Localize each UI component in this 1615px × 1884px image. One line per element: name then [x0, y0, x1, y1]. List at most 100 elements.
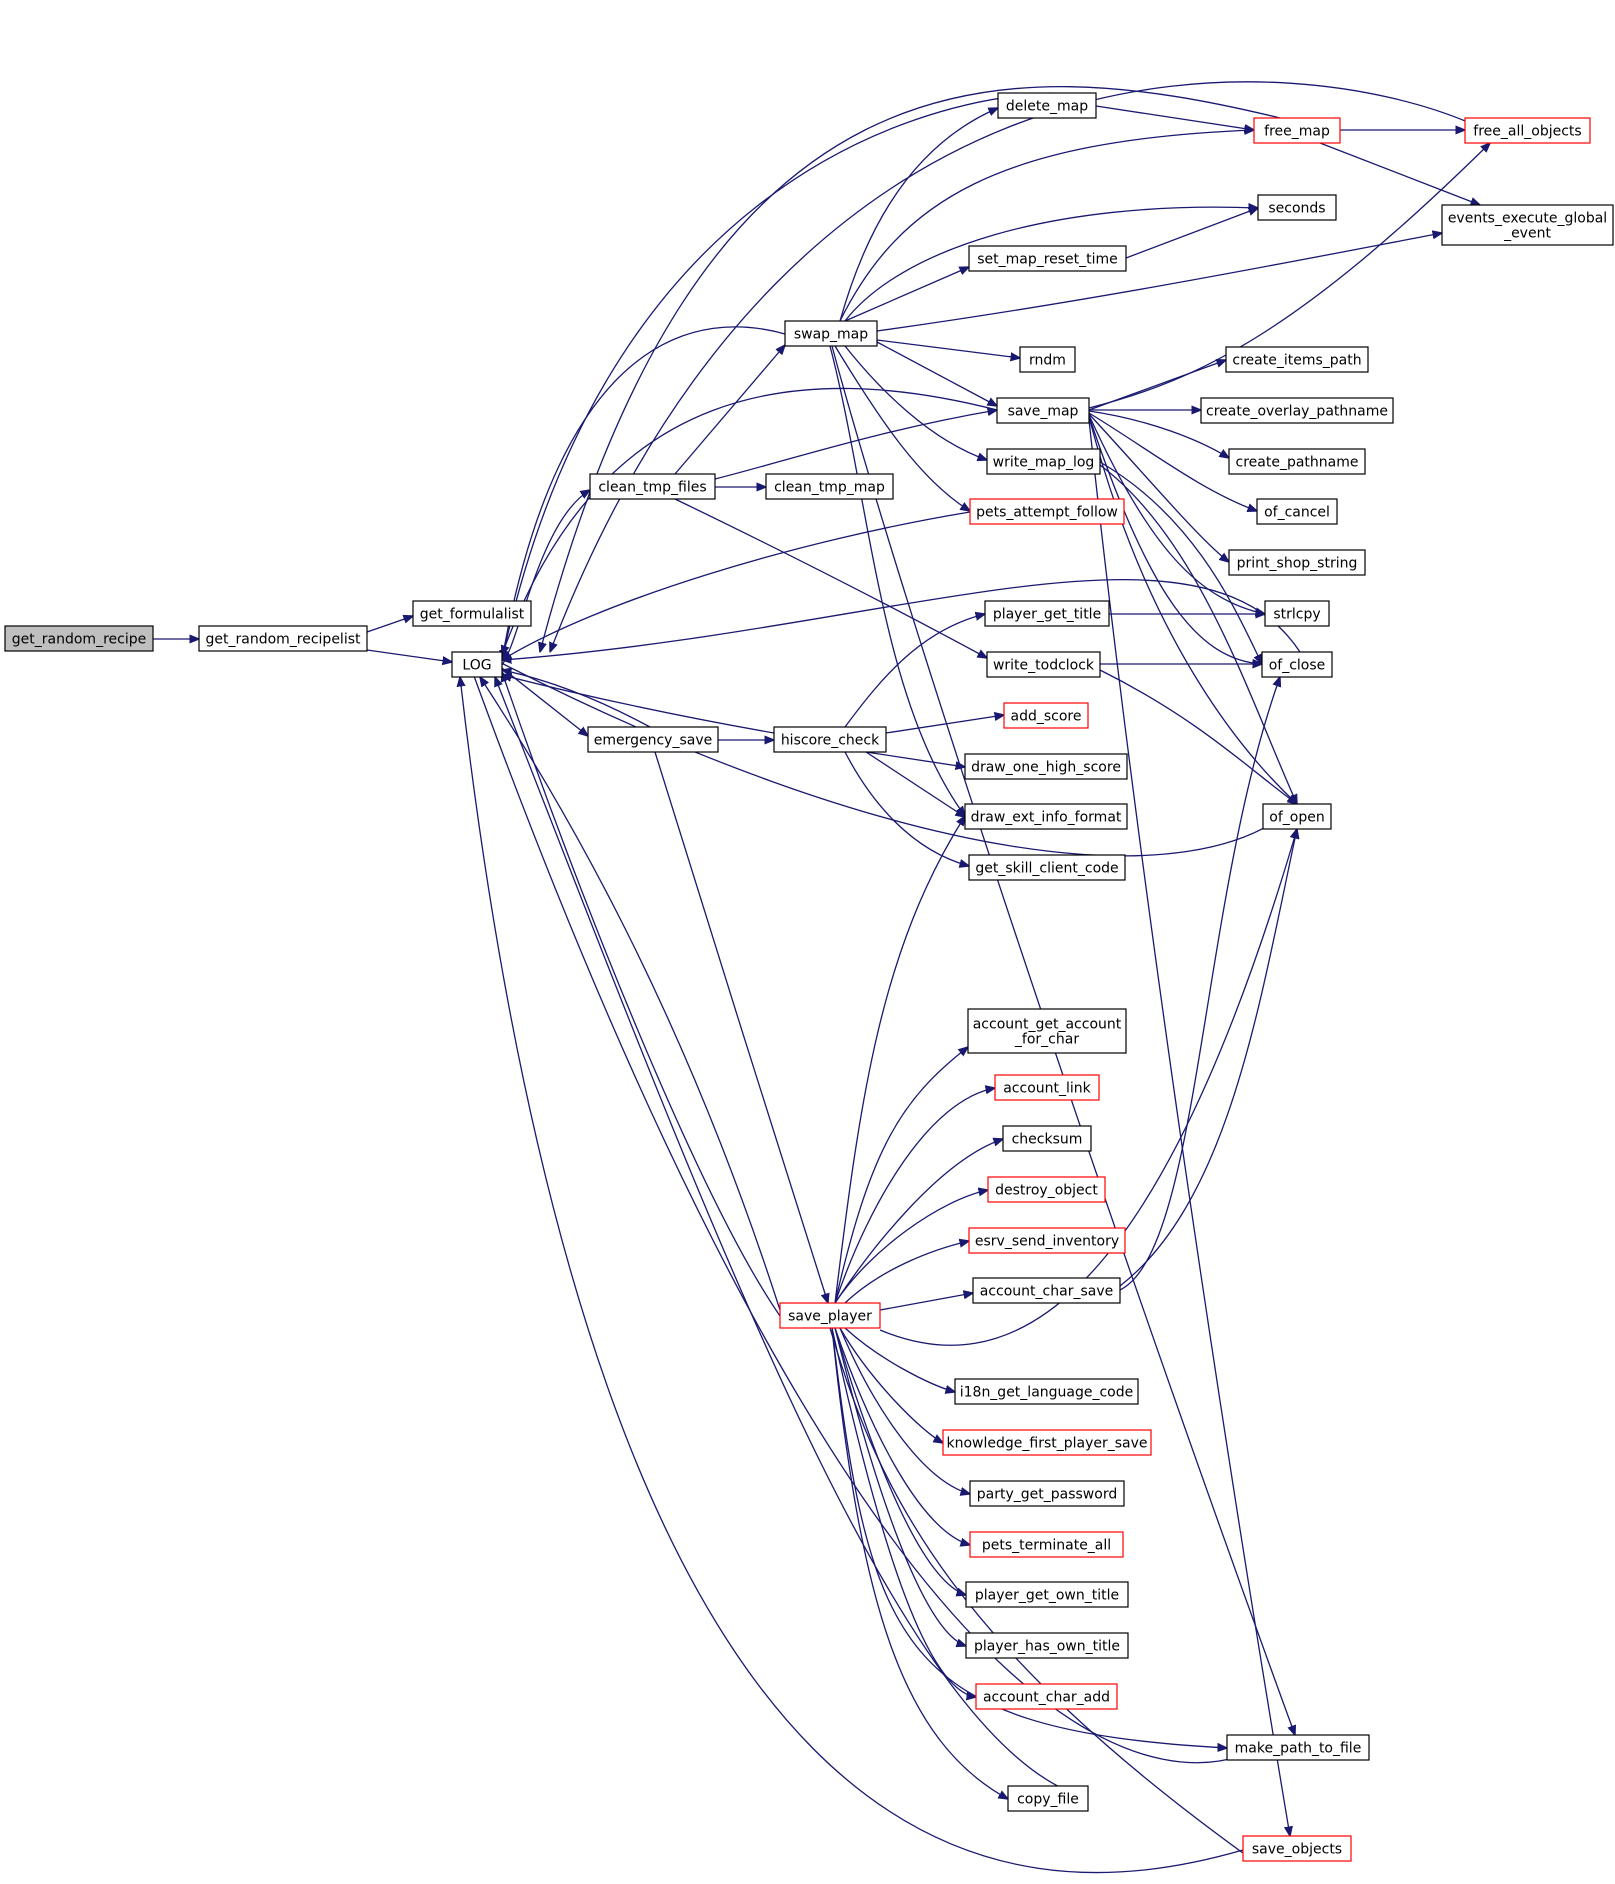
node-free-map[interactable]: free_map [1253, 117, 1341, 144]
node-label: delete_map [1006, 99, 1088, 115]
node-knowledge-first-player-save[interactable]: knowledge_first_player_save [942, 1429, 1152, 1456]
node-clean-tmp-map[interactable]: clean_tmp_map [765, 473, 894, 500]
call-edge [460, 677, 1244, 1874]
node-of-close[interactable]: of_close [1261, 651, 1333, 678]
call-edge [1119, 829, 1297, 1287]
node-box [412, 600, 532, 627]
node-i18n-get-language-code[interactable]: i18n_get_language_code [954, 1378, 1139, 1405]
node-LOG[interactable]: LOG [451, 651, 503, 678]
node-label: hiscore_check [781, 733, 880, 749]
node-hiscore-check[interactable]: hiscore_check [773, 726, 887, 753]
node-get-random-recipelist[interactable]: get_random_recipelist [198, 625, 368, 652]
call-edge [865, 751, 965, 817]
node-account-char-add[interactable]: account_char_add [975, 1683, 1118, 1710]
node-get-skill-client-code[interactable]: get_skill_client_code [968, 854, 1126, 881]
node-of-cancel[interactable]: of_cancel [1256, 498, 1338, 525]
node-free-all-objects[interactable]: free_all_objects [1464, 117, 1591, 144]
node-of-open[interactable]: of_open [1262, 803, 1332, 830]
node-emergency-save[interactable]: emergency_save [587, 726, 719, 753]
node-draw-one-high-score[interactable]: draw_one_high_score [964, 753, 1128, 780]
node-box [1226, 1734, 1370, 1761]
node-print-shop-string[interactable]: print_shop_string [1228, 549, 1366, 576]
node-save-objects[interactable]: save_objects [1242, 1835, 1352, 1862]
node-get-random-recipe[interactable]: get_random_recipe [4, 625, 154, 652]
node-create-overlay-pathname[interactable]: create_overlay_pathname [1200, 397, 1394, 424]
call-edge [834, 1047, 968, 1304]
node-label: free_map [1264, 124, 1330, 140]
node-box [964, 753, 1128, 780]
call-edge [502, 387, 998, 655]
node-pets-attempt-follow[interactable]: pets_attempt_follow [969, 498, 1125, 525]
node-save-player[interactable]: save_player [779, 1302, 881, 1329]
node-box [1264, 600, 1330, 627]
node-box [987, 1176, 1106, 1203]
node-get-formulalist[interactable]: get_formulalist [412, 600, 532, 627]
node-account-link[interactable]: account_link [994, 1074, 1100, 1101]
node-write-map-log[interactable]: write_map_log [986, 448, 1101, 475]
node-copy-file[interactable]: copy_file [1007, 1785, 1089, 1812]
node-label: make_path_to_file [1235, 1741, 1362, 1757]
node-account-get-account-for-char[interactable]: account_get_account_for_char [967, 1008, 1127, 1054]
node-label: i18n_get_language_code [960, 1385, 1134, 1401]
call-edge [502, 578, 1301, 660]
node-label: create_items_path [1232, 353, 1361, 369]
node-esrv-send-inventory[interactable]: esrv_send_inventory [968, 1227, 1126, 1254]
call-edge [834, 1327, 970, 1545]
node-checksum[interactable]: checksum [1002, 1125, 1092, 1152]
node-draw-ext-info-format[interactable]: draw_ext_info_format [964, 803, 1128, 830]
node-label: pets_terminate_all [982, 1538, 1111, 1554]
node-box [954, 1378, 1139, 1405]
node-label: write_map_log [993, 455, 1095, 471]
node-label: get_formulalist [420, 607, 525, 623]
node-events-execute-global-event[interactable]: events_execute_global_event [1441, 204, 1614, 246]
node-player-get-own-title[interactable]: player_get_own_title [965, 1581, 1129, 1608]
call-edge [1088, 410, 1229, 458]
node-make-path-to-file[interactable]: make_path_to_file [1226, 1734, 1370, 1761]
node-pets-terminate-all[interactable]: pets_terminate_all [969, 1531, 1124, 1558]
node-destroy-object[interactable]: destroy_object [987, 1176, 1106, 1203]
call-edge [1125, 208, 1258, 259]
call-edge [844, 207, 1258, 322]
call-edge [879, 1293, 973, 1311]
node-box [975, 1683, 1118, 1710]
node-seconds[interactable]: seconds [1257, 194, 1337, 221]
node-swap-map[interactable]: swap_map [784, 320, 878, 347]
node-box [1253, 117, 1341, 144]
node-delete-map[interactable]: delete_map [997, 92, 1097, 119]
call-edge [1088, 360, 1226, 411]
node-box [969, 1480, 1125, 1507]
call-edge [1119, 677, 1280, 1291]
node-box [1257, 194, 1337, 221]
node-box [1228, 448, 1366, 475]
node-label: player_get_own_title [975, 1588, 1119, 1604]
node-player-has-own-title[interactable]: player_has_own_title [965, 1632, 1129, 1659]
call-edge [834, 1327, 966, 1595]
call-edge [654, 751, 828, 1303]
call-edge [834, 1088, 995, 1304]
node-strlcpy[interactable]: strlcpy [1264, 600, 1330, 627]
node-create-items-path[interactable]: create_items_path [1225, 346, 1369, 373]
node-label: knowledge_first_player_save [946, 1436, 1147, 1452]
node-create-pathname[interactable]: create_pathname [1228, 448, 1366, 475]
node-set-map-reset-time[interactable]: set_map_reset_time [968, 245, 1127, 272]
node-save-map[interactable]: save_map [996, 397, 1090, 424]
node-label: account_get_account [973, 1017, 1122, 1033]
node-label: create_pathname [1236, 455, 1359, 471]
call-edge [714, 410, 997, 480]
node-account-char-save[interactable]: account_char_save [972, 1277, 1121, 1304]
call-edge [844, 267, 969, 322]
node-party-get-password[interactable]: party_get_password [969, 1480, 1125, 1507]
node-label: strlcpy [1273, 607, 1320, 623]
node-clean-tmp-files[interactable]: clean_tmp_files [589, 473, 716, 500]
node-box [986, 651, 1101, 678]
call-edge [831, 1327, 976, 1697]
node-box [996, 397, 1090, 424]
call-edge [876, 341, 997, 406]
node-rndm[interactable]: rndm [1019, 346, 1076, 373]
node-box [968, 854, 1126, 881]
node-box [587, 726, 719, 753]
node-label: account_link [1003, 1081, 1091, 1097]
node-add-score[interactable]: add_score [1003, 702, 1089, 729]
node-write-todclock[interactable]: write_todclock [986, 651, 1101, 678]
node-player-get-title[interactable]: player_get_title [984, 600, 1110, 627]
